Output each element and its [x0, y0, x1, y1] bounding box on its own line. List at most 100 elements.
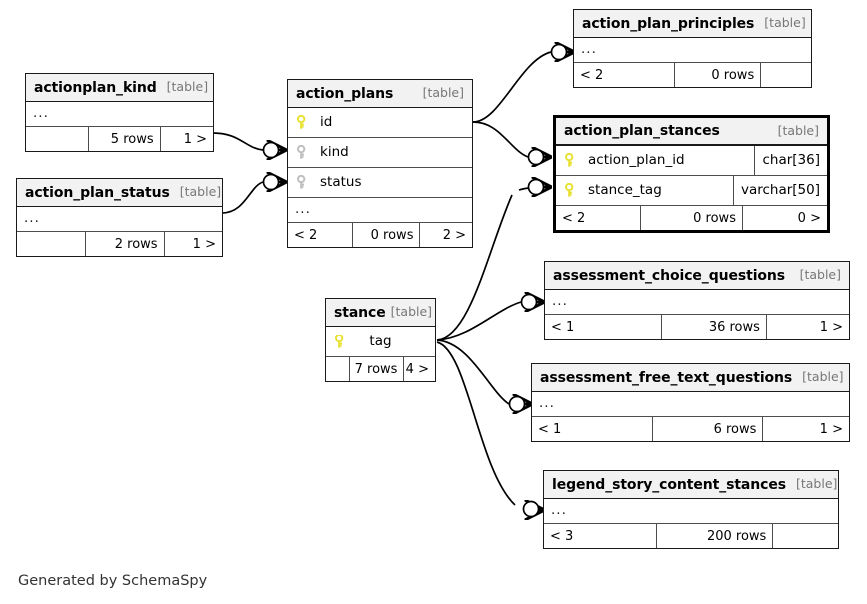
table-header: action_plan_stances [table] — [556, 118, 827, 146]
foreign-key-icon — [296, 145, 311, 160]
footer-children: 1 > — [183, 131, 207, 147]
table-footer: < 1 36 rows 1 > — [545, 315, 849, 339]
footer-children: 2 > — [442, 227, 466, 243]
table-name: legend_story_content_stances — [552, 476, 786, 493]
table-actionplan_kind[interactable]: actionplan_kind [table] ... 5 rows 1 > — [25, 73, 214, 152]
table-columns-ellipsis: ... — [574, 38, 811, 63]
table-footer: < 2 0 rows 0 > — [556, 206, 827, 230]
footer-rowcount: 0 rows — [352, 223, 421, 247]
table-row: tag — [326, 327, 435, 357]
table-type-tag: [table] — [179, 184, 222, 200]
footer-rowcount: 0 rows — [640, 206, 743, 230]
table-action_plan_stances[interactable]: action_plan_stances [table] action_plan_… — [553, 115, 830, 233]
table-footer: < 2 0 rows — [574, 63, 811, 87]
footer-rowcount: 7 rows — [348, 357, 405, 381]
table-footer: 7 rows 4 > — [326, 357, 435, 381]
table-type-tag: [table] — [777, 122, 819, 138]
table-name: actionplan_kind — [34, 79, 157, 96]
footer-parents: < 2 — [562, 210, 586, 226]
table-row: id — [288, 108, 472, 138]
footer-rowcount: 200 rows — [655, 524, 774, 548]
footer-parents: < 2 — [294, 227, 318, 243]
footer-children: 0 > — [797, 210, 821, 226]
primary-key-icon — [564, 153, 579, 168]
footer-parents: < 3 — [550, 528, 574, 544]
footer-children: 4 > — [405, 361, 429, 377]
table-header: assessment_choice_questions [table] — [545, 262, 849, 290]
column-name: id — [320, 115, 333, 130]
edge-action-plan-status — [221, 181, 264, 214]
table-name: action_plan_principles — [582, 15, 755, 32]
column-type: varchar[50] — [732, 176, 827, 205]
footer-rowcount: 6 rows — [652, 417, 764, 441]
table-columns-ellipsis: ... — [26, 102, 213, 127]
footer-rowcount: 0 rows — [673, 63, 762, 87]
table-type-tag: [table] — [802, 369, 844, 385]
edge-action-plan-principles — [472, 51, 552, 123]
column-name: stance_tag — [588, 183, 662, 198]
table-columns-ellipsis: ... — [17, 207, 222, 232]
footer-rowcount: 2 rows — [84, 232, 165, 256]
table-name: assessment_free_text_questions — [540, 369, 793, 386]
table-header: legend_story_content_stances [table] — [544, 471, 838, 499]
footer-children — [761, 63, 811, 87]
table-header: action_plans [table] — [288, 80, 472, 108]
column-cell: status — [288, 175, 472, 190]
table-type-tag: [table] — [799, 267, 841, 283]
table-header: actionplan_kind [table] — [26, 74, 213, 102]
primary-key-icon — [564, 183, 579, 198]
primary-key-icon — [334, 334, 349, 349]
table-footer: 5 rows 1 > — [26, 127, 213, 151]
table-footer: < 1 6 rows 1 > — [532, 417, 849, 441]
table-columns-ellipsis: ... — [288, 198, 472, 223]
table-assessment_choice_questions[interactable]: assessment_choice_questions [table] ... … — [544, 261, 850, 340]
generated-by-credit: Generated by SchemaSpy — [18, 573, 208, 589]
table-name: stance — [334, 304, 386, 321]
column-cell: id — [288, 115, 472, 130]
column-name: kind — [320, 145, 349, 160]
table-type-tag: [table] — [422, 85, 464, 101]
table-name: action_plan_stances — [564, 123, 720, 139]
table-type-tag: [table] — [795, 476, 838, 492]
table-header: action_plan_principles [table] — [574, 10, 811, 38]
table-columns-ellipsis: ... — [532, 392, 849, 417]
column-name: action_plan_id — [588, 153, 685, 168]
table-header: assessment_free_text_questions [table] — [532, 364, 849, 392]
table-columns-ellipsis: ... — [545, 290, 849, 315]
footer-children: 1 > — [819, 319, 843, 335]
table-type-tag: [table] — [390, 304, 433, 320]
footer-parents — [326, 357, 349, 381]
foreign-key-icon — [296, 175, 311, 190]
table-header: action_plan_status [table] — [17, 179, 222, 207]
table-name: action_plan_status — [25, 184, 170, 201]
table-action_plan_status[interactable]: action_plan_status [table] ... 2 rows 1 … — [16, 178, 223, 257]
table-footer: 2 rows 1 > — [17, 232, 222, 256]
table-columns-ellipsis: ... — [544, 499, 838, 524]
table-type-tag: [table] — [764, 15, 806, 31]
table-legend_story_content_stances[interactable]: legend_story_content_stances [table] ...… — [543, 470, 839, 549]
primary-key-icon — [296, 115, 311, 130]
footer-parents: < 1 — [551, 319, 575, 335]
table-action_plan_principles[interactable]: action_plan_principles [table] ... < 2 0… — [573, 9, 812, 88]
column-cell: kind — [288, 145, 472, 160]
footer-parents — [17, 232, 85, 256]
table-footer: < 3 200 rows — [544, 524, 838, 548]
footer-children — [773, 524, 838, 548]
edge-action-plan-stances — [472, 121, 529, 158]
footer-parents: < 2 — [580, 67, 604, 83]
column-cell: stance_tag — [556, 183, 733, 198]
table-stance[interactable]: stance [table] tag 7 rows 4 > — [325, 298, 436, 382]
column-name: status — [320, 175, 362, 190]
edge-stance-legend-story — [436, 341, 516, 506]
footer-parents — [26, 127, 88, 151]
table-name: action_plans — [296, 85, 394, 102]
table-assessment_free_text_questions[interactable]: assessment_free_text_questions [table] .… — [531, 363, 850, 442]
column-type: char[36] — [754, 146, 827, 175]
table-action_plans[interactable]: action_plans [table] id kind — [287, 79, 473, 248]
table-type-tag: [table] — [166, 79, 209, 95]
edge-stance-choice-questions — [436, 301, 522, 341]
edge-stance-free-text-questions — [436, 339, 510, 405]
table-header: stance [table] — [326, 299, 435, 327]
footer-rowcount: 5 rows — [87, 127, 161, 151]
